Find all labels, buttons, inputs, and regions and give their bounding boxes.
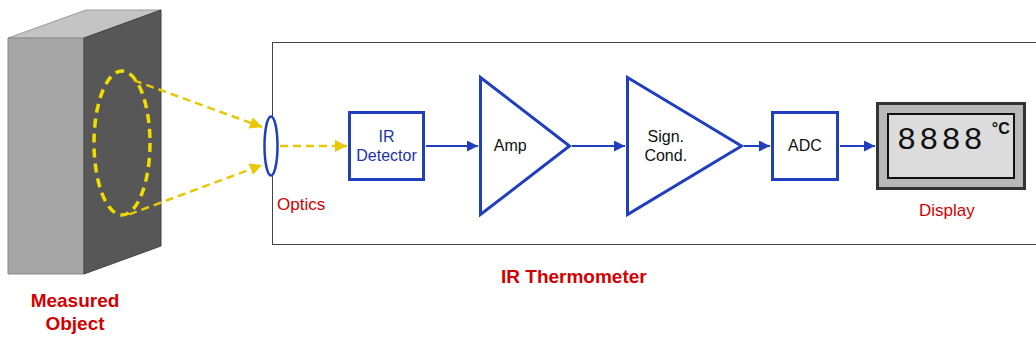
signal-line bbox=[744, 145, 770, 147]
object-front-face bbox=[8, 38, 84, 274]
triangle-shape bbox=[481, 78, 570, 215]
signal-line bbox=[572, 145, 625, 147]
block-label: IR Detector bbox=[355, 127, 418, 165]
measured-object: Measured Object bbox=[6, 8, 166, 276]
triangle-outline bbox=[626, 76, 743, 216]
text-slot: Measured Object bbox=[0, 290, 150, 336]
signal-line bbox=[426, 145, 478, 147]
lens-outline bbox=[263, 115, 279, 177]
signal-arrow bbox=[840, 146, 875, 147]
measured-object-figure bbox=[8, 10, 161, 274]
adc-box: ADC bbox=[771, 111, 839, 181]
text-slot: IR Detector bbox=[355, 127, 418, 165]
signal-line bbox=[840, 145, 875, 147]
conditioner-triangle: Sign. Cond. bbox=[626, 76, 743, 216]
amplifier-triangle: Amp bbox=[479, 76, 571, 216]
ir-ray bbox=[280, 145, 347, 148]
signal-arrow bbox=[280, 146, 347, 147]
detector-box: IR Detector bbox=[348, 111, 425, 181]
block-label: Amp bbox=[494, 136, 527, 155]
signal-arrow bbox=[426, 146, 478, 147]
caption-label: Display bbox=[919, 201, 975, 221]
triangle-shape bbox=[628, 78, 742, 215]
text-slot: Optics bbox=[277, 195, 325, 215]
text-slot: Amp bbox=[483, 136, 538, 155]
display-readout: °C bbox=[992, 119, 1010, 138]
lens-ellipse bbox=[265, 117, 278, 176]
text-slot: Display bbox=[919, 201, 975, 221]
ir-ray bbox=[134, 80, 262, 127]
caption-label: IR Thermometer bbox=[501, 266, 647, 289]
optics-lens: Optics bbox=[263, 115, 279, 177]
caption-label: Measured Object bbox=[0, 290, 150, 336]
block-label: ADC bbox=[788, 136, 822, 155]
ir-ray bbox=[129, 165, 262, 214]
signal-arrow bbox=[744, 146, 770, 147]
text-slot: ADC bbox=[788, 136, 822, 155]
signal-arrow bbox=[129, 80, 262, 214]
text-slot: IR Thermometer bbox=[501, 266, 647, 289]
block-label: Sign. Cond. bbox=[631, 127, 701, 165]
text-slot: 8888 bbox=[897, 125, 986, 157]
measured-spot bbox=[94, 71, 150, 215]
text-slot: °C bbox=[992, 119, 1010, 138]
thermometer-housing: IR ThermometerOpticsIR DetectorAmpSign. … bbox=[272, 42, 1036, 245]
caption-label: Optics bbox=[277, 195, 325, 215]
display-readout: 8888 bbox=[897, 125, 986, 157]
object-side-face bbox=[84, 10, 161, 274]
display-box: 8888°CDisplay bbox=[876, 102, 1026, 190]
text-slot: Sign. Cond. bbox=[631, 127, 701, 165]
signal-arrow bbox=[572, 146, 625, 147]
